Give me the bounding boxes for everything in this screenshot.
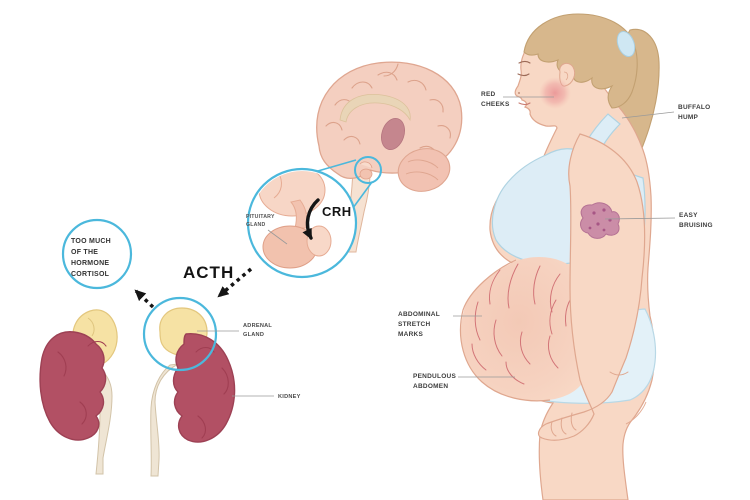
face-details	[517, 60, 531, 106]
woman-figure	[459, 13, 660, 500]
right-kidney	[172, 333, 236, 443]
midbrain	[381, 118, 405, 150]
pituitary-zoom-circle	[246, 167, 358, 279]
adrenal-highlight-circle	[142, 296, 218, 372]
hair-scrunchie	[616, 30, 636, 58]
pituitary-posterior-lobe	[306, 225, 332, 257]
pendulous-abdomen-label: PENDULOUS ABDOMEN	[413, 373, 457, 391]
label-leader-lines	[197, 96, 676, 397]
arm	[537, 133, 646, 441]
kidneys-illustration	[39, 296, 236, 477]
cerebellum	[397, 148, 451, 192]
small-highlight-circle	[354, 156, 382, 184]
easy-bruising-label: EASY BRUISING	[679, 212, 713, 230]
cortisol-circle-label: TOO MUCH OF THE HORMONE CORTISOL	[71, 238, 111, 278]
cortisol-circle	[61, 218, 133, 290]
arrow-adrenal-to-cortisol	[134, 289, 155, 309]
pituitary-gland-label: PITUITARY GLAND	[246, 214, 275, 229]
right-ureter	[150, 363, 179, 477]
brain-illustration	[316, 61, 463, 253]
finger-lines	[550, 371, 629, 437]
acth-hormone-label: ACTH	[183, 263, 235, 282]
abdominal-stretch-marks-label: ABDOMINAL STRETCH MARKS	[398, 311, 440, 339]
bruise	[580, 202, 620, 239]
front-hair	[523, 13, 638, 109]
crh-arrow	[302, 198, 320, 240]
red-cheek-blush	[539, 77, 571, 109]
adrenal-gland-label: ADRENAL GLAND	[243, 323, 272, 338]
left-kidney	[39, 331, 107, 441]
pendulous-belly	[460, 257, 590, 401]
kidney-crease-lines	[57, 340, 229, 439]
crh-hormone-label: CRH	[322, 204, 352, 219]
buffalo-hump-label: BUFFALO HUMP	[678, 104, 711, 122]
corpus-callosum	[339, 93, 411, 123]
red-cheeks-label: RED CHEEKS	[481, 91, 510, 109]
kidney-label: KIDNEY	[278, 394, 301, 400]
